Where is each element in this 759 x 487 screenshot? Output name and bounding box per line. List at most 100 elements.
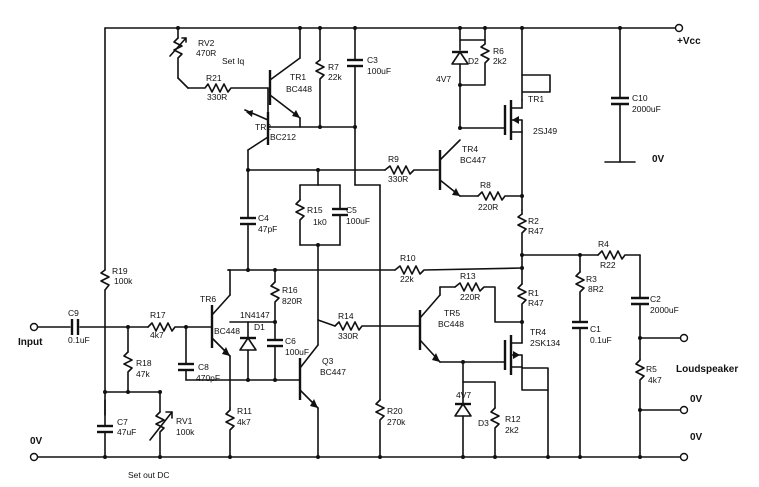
c10-name: C10 [632, 93, 648, 103]
d1-name: D1 [254, 322, 265, 332]
rv2-name: RV2 [198, 38, 215, 48]
capacitor-c7 [97, 399, 113, 458]
r18-name: R18 [136, 358, 152, 368]
c4-name: C4 [258, 213, 269, 223]
ground-label-left: 0V [30, 436, 43, 447]
resistor-r9 [384, 165, 439, 175]
r7-name: R7 [328, 62, 339, 72]
transistor-tr6-bc448 [210, 269, 231, 409]
c2-value: 2000uF [650, 305, 679, 315]
c8-name: C8 [198, 362, 209, 372]
tr1a-name: TR1 [290, 72, 306, 82]
c9-value: 0.1uF [68, 335, 90, 345]
rv2-value: 470R [196, 48, 216, 58]
potentiometer-rv2 [169, 37, 187, 79]
c3-name: C3 [367, 55, 378, 65]
c6-name: C6 [285, 336, 296, 346]
capacitor-c4 [240, 169, 256, 271]
tr1a-value: BC448 [286, 84, 312, 94]
resistor-r10 [394, 265, 523, 275]
transistor-tr2-bc212 [244, 87, 356, 171]
capacitor-c5 [332, 184, 348, 246]
r19-name: R19 [112, 266, 128, 276]
tr6-value: BC448 [214, 326, 240, 336]
resistor-r7 [315, 27, 325, 128]
input-label: Input [18, 337, 43, 348]
c3-value: 100uF [367, 66, 391, 76]
tr2-name: TR2 [255, 122, 271, 132]
c10-value: 2000uF [632, 104, 661, 114]
resistor-r11 [225, 407, 235, 458]
r18-value: 47k [136, 369, 150, 379]
tr1b-value: 2SJ49 [533, 126, 557, 136]
c2-name: C2 [650, 294, 661, 304]
tr2-value: BC212 [270, 132, 296, 142]
set-out-dc-label: Set out DC [128, 470, 170, 480]
c7-name: C7 [117, 417, 128, 427]
r13-value: 220R [460, 292, 480, 302]
rv1-value: 100k [176, 427, 195, 437]
resistor-r2 [517, 209, 527, 269]
r16-name: R16 [282, 285, 298, 295]
d2-value: 4V7 [436, 74, 451, 84]
d3-name: D3 [478, 418, 489, 428]
r17-value: 4k7 [150, 330, 164, 340]
r8-value: 220R [478, 202, 498, 212]
r12-value: 2k2 [505, 425, 519, 435]
transistor-tr1-bc448 [268, 27, 301, 119]
r8-name: R8 [480, 180, 491, 190]
tr4a-value: BC447 [460, 155, 486, 165]
resistor-r8 [477, 191, 523, 201]
capacitor-c8 [178, 326, 301, 381]
r20-name: R20 [387, 406, 403, 416]
r9-name: R9 [388, 154, 399, 164]
r4-value: R22 [600, 260, 616, 270]
resistor-r14 [334, 321, 421, 331]
capacitor-c6 [267, 321, 283, 381]
ground-rail [29, 452, 641, 462]
r20-value: 270k [387, 417, 406, 427]
resistor-r15 [295, 184, 305, 246]
r11-name: R11 [237, 406, 252, 416]
r3-value: 8R2 [588, 284, 604, 294]
resistor-r1 [517, 267, 527, 323]
r6-name: R6 [493, 46, 504, 56]
mosfet-tr4-2sk134 [439, 321, 549, 458]
c7-value: 47uF [117, 427, 136, 437]
capacitor-c9 [70, 319, 80, 335]
capacitor-c1 [572, 320, 588, 458]
r16-value: 820R [282, 296, 302, 306]
resistor-r18 [123, 326, 133, 393]
resistor-r13 [454, 282, 523, 323]
ground-label-right: 0V [652, 154, 665, 165]
r2-name: R2 [528, 216, 539, 226]
r11-value: 4k7 [237, 417, 251, 427]
r17-name: R17 [150, 310, 166, 320]
tr6-name: TR6 [200, 294, 216, 304]
resistor-r17 [147, 322, 213, 332]
r15-name: R15 [307, 205, 323, 215]
resistor-r6 [459, 27, 490, 86]
ground-label-out2: 0V [690, 432, 703, 443]
tr4b-name: TR4 [530, 327, 546, 337]
c1-name: C1 [590, 324, 601, 334]
zener-d2 [451, 50, 469, 129]
ground-label-out1: 0V [690, 394, 703, 405]
rv1-name: RV1 [176, 416, 193, 426]
resistor-r3 [575, 254, 585, 323]
resistor-r16 [270, 269, 280, 323]
r21-value: 330R [207, 92, 227, 102]
r6-value: 2k2 [493, 56, 507, 66]
r5-value: 4k7 [648, 375, 662, 385]
transistor-tr4-bc447 [438, 139, 461, 197]
capacitor-c3 [347, 27, 363, 186]
resistor-r21 [187, 83, 269, 93]
zener-d3 [454, 402, 472, 458]
q3-name: Q3 [322, 356, 334, 366]
c6-value: 100uF [285, 347, 309, 357]
r14-value: 330R [338, 331, 358, 341]
r5-name: R5 [646, 364, 657, 374]
r1-value: R47 [528, 298, 544, 308]
c5-name: C5 [346, 205, 357, 215]
